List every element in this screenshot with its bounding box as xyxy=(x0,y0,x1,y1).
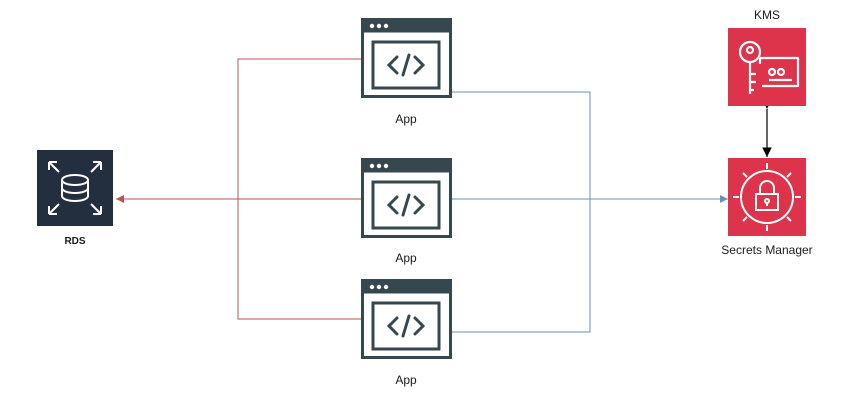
rds-label: RDS xyxy=(64,236,86,247)
rds-icon[interactable] xyxy=(37,150,113,226)
app-top-icon[interactable] xyxy=(361,18,452,98)
app-bottom-label: App xyxy=(395,373,417,387)
connector-app-bottom-rds xyxy=(237,199,362,320)
app-to-secrets-connectors xyxy=(452,91,728,333)
app-bottom-icon[interactable] xyxy=(361,279,452,359)
secrets-manager-icon[interactable] xyxy=(728,158,806,236)
app-middle-label: App xyxy=(395,251,417,265)
app-middle-icon[interactable] xyxy=(361,158,452,238)
kms-key-icon[interactable] xyxy=(728,28,806,106)
app-top-label: App xyxy=(395,112,417,126)
app-to-rds-connectors xyxy=(116,58,362,320)
secrets-manager-label: Secrets Manager xyxy=(721,243,813,257)
connector-app-top-secrets xyxy=(452,91,591,199)
connector-app-top-rds xyxy=(237,58,362,199)
connector-app-bottom-secrets xyxy=(452,199,591,333)
kms-label: KMS xyxy=(753,8,780,22)
